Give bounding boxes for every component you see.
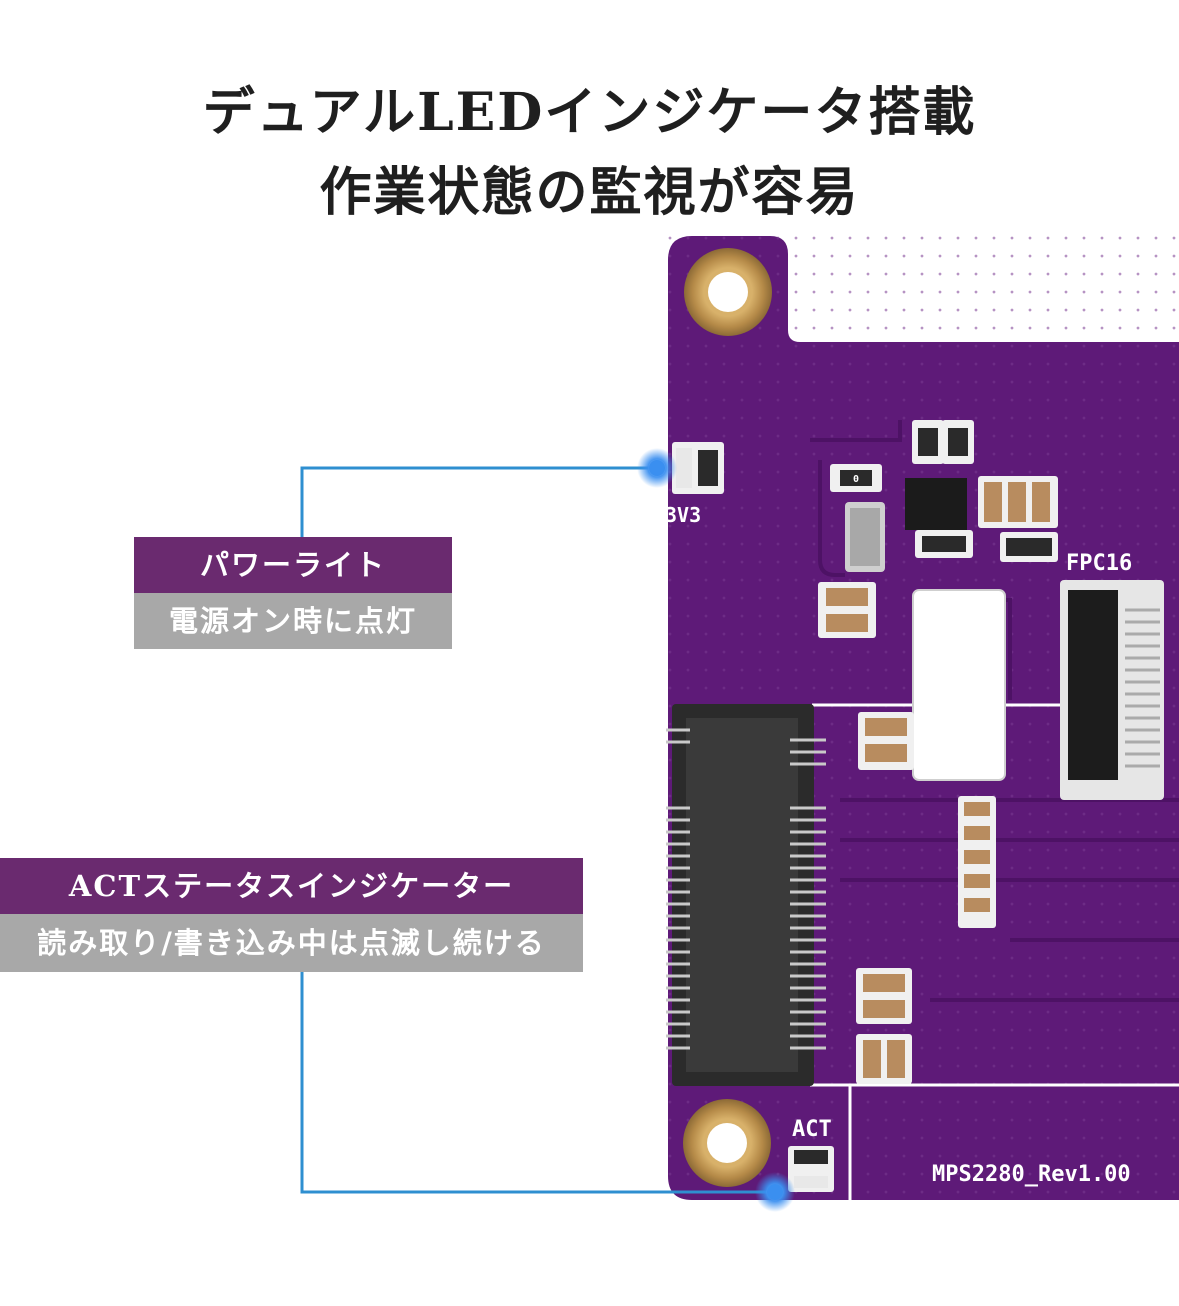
leader-lines [300,466,775,1194]
svg-text:0: 0 [853,474,859,485]
power-led-glow [637,448,677,488]
mounting-hole-bottom [683,1099,771,1187]
mounting-hole-top [684,248,772,336]
silk-label-fpc16: FPC16 [1066,551,1132,576]
callout-power-description: 電源オン時に点灯 [134,593,452,649]
callout-power-title: パワーライト [134,537,452,593]
callout-act-description: 読み取り/書き込み中は点滅し続ける [0,914,583,972]
power-led-footprint [672,442,724,494]
m2-socket [666,704,826,1086]
silk-label-3v3: 3V3 [665,503,701,527]
headline-line-2: 作業状態の監視が容易 [319,162,860,223]
fpc-connector [1060,580,1164,800]
act-led-footprint [788,1146,834,1192]
callout-act-title: ACTステータスインジケーター [0,858,583,914]
silk-label-model: MPS2280_Rev1.00 [932,1162,1131,1187]
smd-components: 0 [818,420,1058,1084]
silk-label-act: ACT [792,1117,832,1142]
headline-line-1: デュアルLEDインジケータ搭載 [202,82,977,143]
act-led-glow [755,1172,795,1212]
board-cutout [912,589,1006,781]
